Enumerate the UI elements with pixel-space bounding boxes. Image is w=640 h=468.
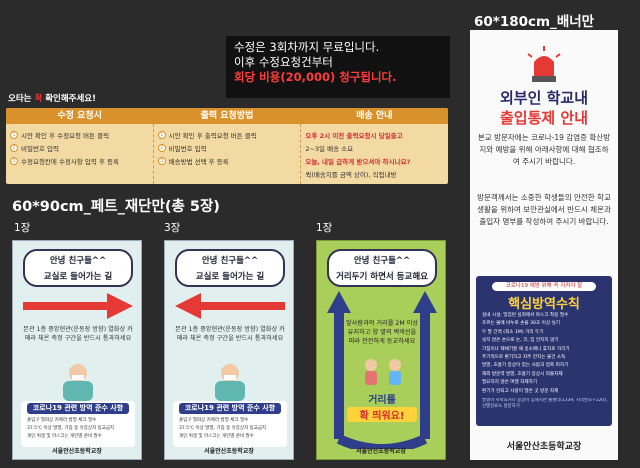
- medical-staff-illustration-icon: [63, 364, 93, 401]
- poster-body: 본관 1층 중앙현관(운동장 방향) 열화상 카메라 체온 측정 구간을 반드시…: [23, 326, 133, 342]
- rule-footnote: 발열이 지속되거나 증상이 심해지면 콜센터(1339, 지역번호+120), …: [482, 398, 608, 410]
- strip-header: 수정 요청시 출력 요청방법 배송 안내: [6, 108, 448, 124]
- typo-warning: 오타는 꼭 확인해주세요!: [8, 94, 97, 104]
- medical-staff-illustration-icon: [215, 364, 245, 401]
- rules-box: 코로나19 관련 방역 준수 사항 출입구 열화상 카메라 발열 체크 필수 3…: [173, 401, 287, 447]
- strip-col-shipping: 오후 2시 이전 출력요청시 당일출고 2~3일 배송 소요 오늘, 내일 급하…: [305, 132, 411, 179]
- step-1-icon: 1: [10, 131, 18, 139]
- poster-1-qty: 1장: [14, 222, 31, 234]
- rule-item: 주기적으로 환기하고 자주 만지는 물건 소독: [482, 355, 566, 361]
- poster-2: 안녕 친구들^^ 교실로 들어가는 길 본관 1층 중앙현관(운동장 방향) 열…: [164, 240, 294, 460]
- school-name: 서울안산초등학교장: [52, 448, 102, 455]
- rules-box: 코로나19 관련 방역 준수 사항 출입구 열화상 카메라 발열 체크 필수 3…: [21, 401, 135, 447]
- step-3-icon: 3: [157, 157, 166, 165]
- poster-body: 본관 1층 중앙현관(운동장 방향) 열화상 카메라 체온 측정 구간을 반드시…: [175, 326, 285, 342]
- poster-3: 안녕 친구들^^ 거리두기 하면서 등교해요 앞사람과의 거리를 2M 이상 유…: [316, 240, 446, 460]
- rule-item: 환기가 안되고 사람이 많은 곳 방문 자제: [482, 388, 559, 394]
- section-title: 60*90cm_페트_재단만(총 5장): [12, 199, 220, 215]
- rule-item: 필요하지 않은 여행 자제하기: [482, 380, 538, 386]
- school-name: 서울안산초등학교장: [204, 448, 254, 455]
- speech-bubble: 안녕 친구들^^ 교실로 들어가는 길: [23, 249, 133, 287]
- banner: 외부인 학교내 출입통제 안내 본교 방문자에는 코로나-19 감염증 확산방지…: [470, 30, 618, 460]
- rule-item: 해외 방문력 발열, 호흡기 증상시 외출자제: [482, 371, 563, 377]
- notice-line-2: 이후 수정요청건부터: [234, 55, 333, 69]
- banner-paragraph-2: 방문객께서는 소중한 학생들의 안전한 학교생활을 위하여 보안관실에서 반드시…: [477, 193, 611, 226]
- rule-item: 두 팔 간격 (최소 1M) 거리 두기: [482, 329, 544, 335]
- poster-2-qty: 3장: [164, 222, 181, 234]
- strip-header-revise: 수정 요청시: [57, 111, 102, 121]
- rule-item: 기침이나 재채기할 때 옷소매나 휴지로 가리기: [482, 346, 570, 352]
- arrow-right-icon: [23, 293, 133, 319]
- rule-item: 씻지 않은 손으로 눈, 코, 입 만지지 않기: [482, 338, 559, 344]
- speech-bubble: 안녕 친구들^^ 거리두기 하면서 등교해요: [327, 249, 437, 287]
- step-3-icon: 3: [10, 157, 18, 165]
- banner-school-name: 서울안산초등학교장: [506, 442, 582, 452]
- speech-bubble: 안녕 친구들^^ 교실로 들어가는 길: [175, 249, 285, 287]
- banner-size-label: 60*180cm_배너만: [474, 14, 595, 30]
- rule-item: 실내 시설, 밀집된 실외에서 마스크 착용 필수: [482, 313, 569, 318]
- u-turn-arrow-icon: [327, 291, 437, 449]
- banner-paragraph-1: 본교 방문자에는 코로나-19 감염증 확산방지와 예방을 위해 아래사항에 대…: [477, 133, 611, 166]
- rule-item: 발열, 호흡기 증상이 있는 사람과 접촉 피하기: [482, 363, 569, 369]
- school-name: 서울안산초등학교장: [356, 448, 406, 455]
- arrow-left-icon: [175, 293, 285, 319]
- notice-line-3: 회당 비용(20,000) 청구됩니다.: [234, 70, 397, 84]
- strip-header-shipping: 배송 안내: [356, 111, 393, 121]
- children-illustration-icon: [365, 359, 401, 385]
- poster-3-qty: 1장: [316, 222, 333, 234]
- poster-body: 앞사람과의 거리를 2M 이상 유지하고 양 옆의 벽색선을 따라 안전하게 등…: [345, 320, 419, 345]
- step-2-icon: 2: [10, 144, 18, 152]
- poster-1: 안녕 친구들^^ 교실로 들어가는 길 본관 1층 중앙현관(운동장 방향) 열…: [12, 240, 142, 460]
- siren-icon: [527, 46, 561, 82]
- notice-line-1: 수정은 3회차까지 무료입니다.: [234, 40, 380, 54]
- banner-title: 외부인 학교내 출입통제 안내: [499, 89, 589, 127]
- core-rules-box: 코로나19 예방 위해 꼭 지켜야 할 핵심방역수칙 실내 시설, 밀집된 실외…: [476, 276, 612, 426]
- core-rules-title: 핵심방역수칙: [508, 297, 580, 312]
- step-2-icon: 2: [157, 144, 166, 152]
- rule-item: 흐르는 물에 비누로 손을 30초 이상 씻기: [482, 321, 561, 327]
- strip-header-print: 출력 요청방법: [200, 111, 254, 121]
- core-rules-subhead: 코로나19 예방 위해 꼭 지켜야 할: [492, 282, 596, 291]
- cta-line-2: 확 띄워요!: [347, 407, 417, 422]
- revision-notice: 수정은 3회차까지 무료입니다. 이후 수정요청건부터 회당 비용(20,000…: [226, 36, 450, 98]
- step-1-icon: 1: [157, 131, 166, 139]
- cta-line-1: 거리를: [368, 395, 396, 406]
